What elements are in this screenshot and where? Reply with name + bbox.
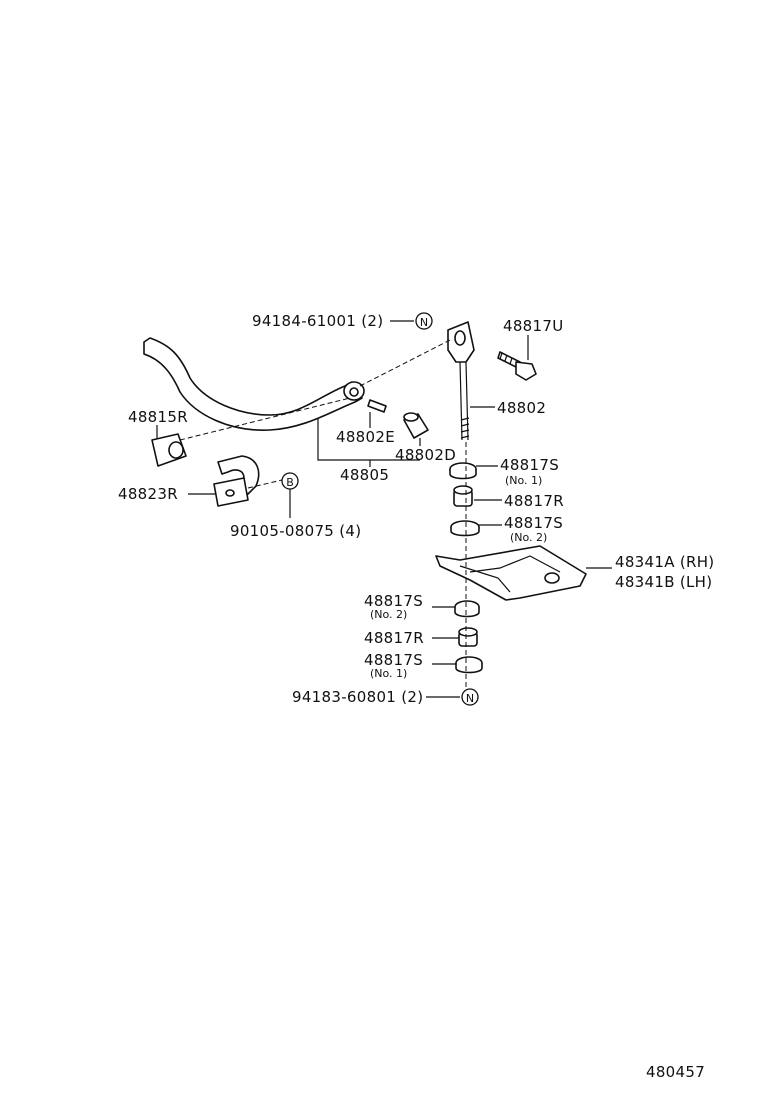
lower-arm-plate-48341	[435, 545, 587, 601]
label-48817S-lower: 48817S	[364, 592, 423, 610]
label-48817S-mid-sub: (No. 2)	[510, 531, 547, 544]
bushing-48817R-upper	[453, 485, 473, 507]
svg-text:N: N	[466, 692, 474, 705]
label-94184-61001: 94184-61001 (2)	[252, 312, 383, 330]
label-90105-08075: 90105-08075 (4)	[230, 522, 361, 540]
label-48817S-bottom-sub: (No. 1)	[370, 667, 407, 680]
collar-48802D	[403, 412, 429, 439]
label-48817S-mid: 48817S	[504, 514, 563, 532]
bolt-48817U	[497, 351, 537, 381]
nut-N-symbol-upper: N	[415, 312, 433, 330]
label-48817R-upper: 48817R	[504, 492, 564, 510]
label-48805: 48805	[340, 466, 389, 484]
link-rod-48802	[447, 321, 475, 441]
label-48823R: 48823R	[118, 485, 178, 503]
label-48817S-upper: 48817S	[500, 456, 559, 474]
label-48341A-RH: 48341A (RH)	[615, 553, 714, 571]
bushing-48815R	[151, 433, 187, 467]
label-48802D: 48802D	[395, 446, 456, 464]
label-48815R: 48815R	[128, 408, 188, 426]
figure-number: 480457	[646, 1063, 705, 1081]
svg-text:N: N	[420, 316, 428, 329]
label-48802: 48802	[497, 399, 546, 417]
stabilizer-bar	[143, 337, 363, 431]
nut-N-symbol-lower: N	[461, 688, 479, 706]
label-48817S-lower-sub: (No. 2)	[370, 608, 407, 621]
svg-text:B: B	[286, 476, 294, 489]
label-48341B-LH: 48341B (LH)	[615, 573, 712, 591]
label-48817S-bottom: 48817S	[364, 651, 423, 669]
bushing-48817R-lower	[458, 627, 478, 647]
bracket-48823R	[213, 455, 260, 507]
label-94183-60801: 94183-60801 (2)	[292, 688, 423, 706]
label-48817U: 48817U	[503, 317, 564, 335]
pin-48802E	[367, 399, 387, 413]
label-48817S-upper-sub: (No. 1)	[505, 474, 542, 487]
label-48817R-lower: 48817R	[364, 629, 424, 647]
label-48802E: 48802E	[336, 428, 395, 446]
bolt-B-symbol: B	[281, 472, 299, 490]
